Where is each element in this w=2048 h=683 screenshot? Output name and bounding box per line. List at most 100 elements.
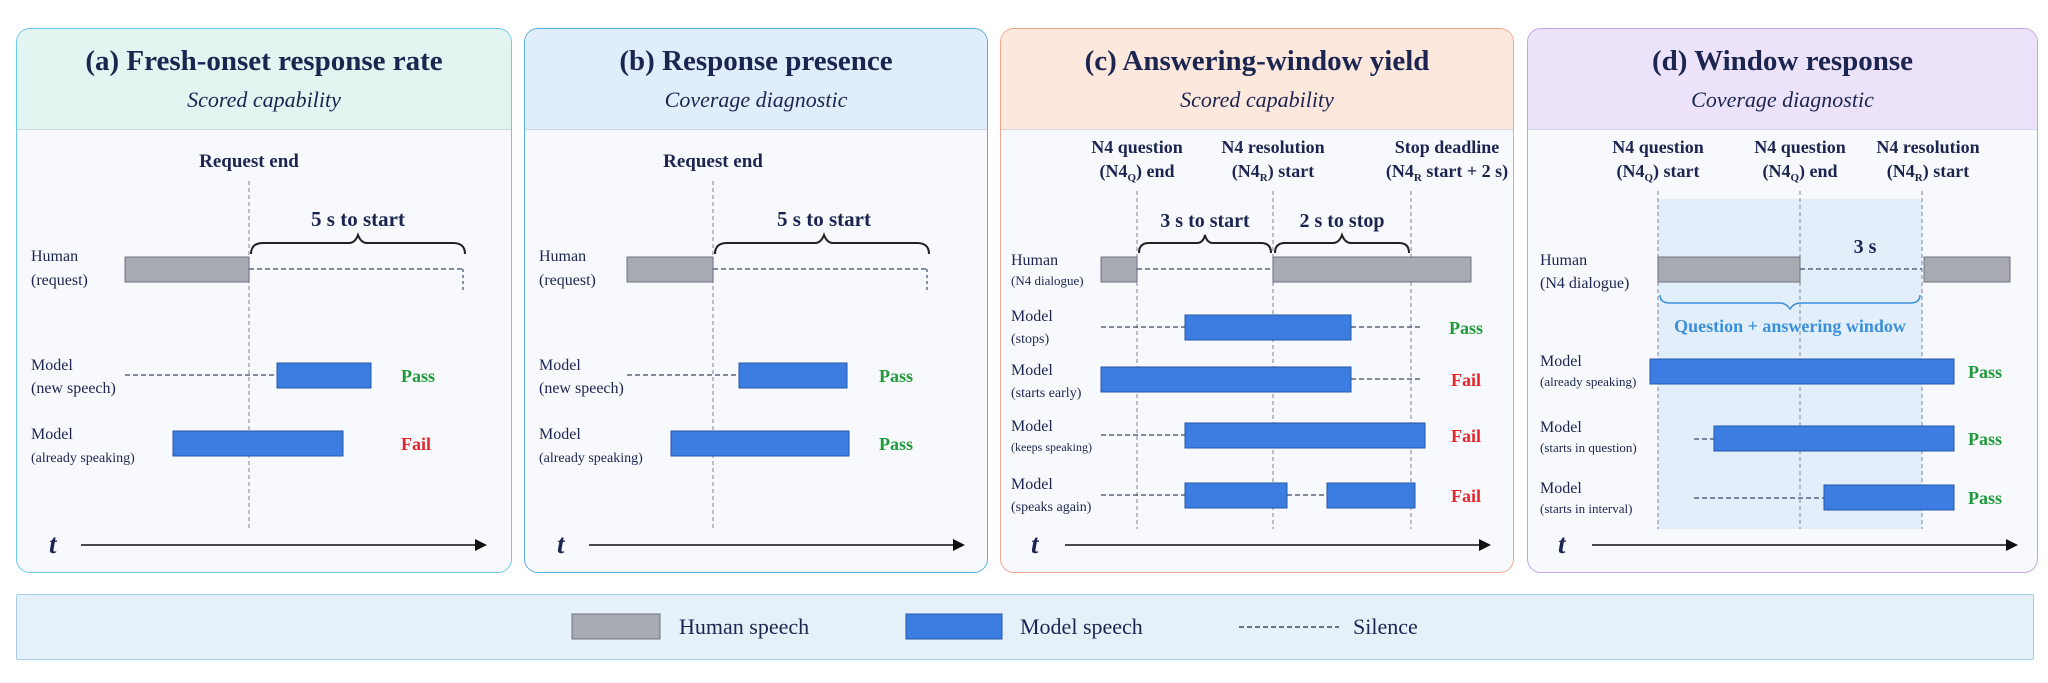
panel-subtitle: Scored capability [187,87,341,112]
row-label-sub: (new speech) [31,380,116,397]
marker-label-part: ) end [1136,161,1175,182]
verdict-fail: Fail [1451,486,1481,506]
brace-label: 3 s to start [1160,210,1250,232]
verdict-pass: Pass [879,366,913,386]
time-axis-arrowhead [2006,539,2018,551]
marker-label: N4 question [1754,137,1846,157]
model-speech-bar [276,362,372,389]
legend-model-label: Model speech [1020,614,1143,639]
panel-title: (b) Response presence [619,45,893,77]
marker-label-part: ) end [1799,161,1838,182]
marker-label: Request end [199,151,299,172]
legend: Human speech Model speech Silence [16,594,2034,660]
panel-title: (a) Fresh-onset response rate [85,45,443,77]
verdict-fail: Fail [1451,426,1481,446]
time-axis-label: t [557,529,566,559]
row-label-sub: (speaks again) [1011,500,1092,515]
panel-a: (a) Fresh-onset response rate Scored cap… [16,28,512,573]
model-speech-bar [1823,484,1955,511]
panel-b-diagram: Request end 5 s to start Human (request)… [539,151,965,559]
model-speech-bar [172,430,344,457]
marker-label-part: (N4 [1099,161,1127,182]
marker-label-part: ) start [1653,161,1699,182]
marker-label-subscript: R [1260,172,1269,184]
model-speech-bar [1184,422,1426,449]
panel-subtitle: Coverage diagnostic [1691,87,1874,112]
marker-label-part: ) start [1268,161,1314,182]
panel-d-diagram: N4 question (N4Q) start N4 question (N4Q… [1540,137,2018,559]
marker-label-part: (N4 [1887,161,1915,182]
row-label-title: Human [1011,252,1058,269]
time-axis-arrowhead [953,539,965,551]
verdict-fail: Fail [401,434,431,454]
row-label-sub: (keeps speaking) [1011,440,1092,454]
marker-label-sub: (N4R) start [1887,161,1969,184]
marker-label: Stop deadline [1395,137,1500,157]
panel-c-header: (c) Answering-window yield Scored capabi… [1001,29,1513,130]
row-label-title: Model [31,426,73,443]
verdict-pass: Pass [879,434,913,454]
panel-subtitle: Coverage diagnostic [664,87,848,112]
row-label-title: Model [1011,418,1053,435]
marker-label: N4 question [1091,137,1183,157]
brace [714,232,930,255]
verdict-pass: Pass [1968,488,2002,508]
marker-label-part: start + 2 s) [1422,161,1508,182]
human-speech-bar [1923,256,2011,283]
model-speech-bar [1184,482,1288,509]
row-label-sub: (starts early) [1011,386,1082,401]
legend-human-label: Human speech [679,614,809,639]
human-speech-bar [626,256,714,283]
time-axis-label: t [1031,529,1040,559]
marker-label-subscript: Q [1790,172,1799,184]
row-label-title: Model [1540,480,1582,497]
marker-label: N4 question [1612,137,1704,157]
brace [250,232,466,255]
marker-label-subscript: Q [1644,172,1653,184]
panel-title: (c) Answering-window yield [1084,45,1430,77]
human-speech-bar [1272,256,1472,283]
marker-label-part: ) start [1923,161,1969,182]
row-label-sub: (already speaking) [539,451,643,466]
model-speech-bar [670,430,850,457]
marker-label-subscript: R [1414,172,1423,184]
marker-label-part: (N4 [1616,161,1644,182]
model-speech-bar [1100,366,1352,393]
model-speech-bar [738,362,848,389]
legend-human-swatch [571,613,661,640]
panel-b-header: (b) Response presence Coverage diagnosti… [525,29,987,130]
verdict-pass: Pass [1968,429,2002,449]
marker-label-sub: (N4R) start [1232,161,1314,184]
human-speech-bar [1657,256,1801,283]
panel-c: (c) Answering-window yield Scored capabi… [1000,28,1514,573]
panel-d: (d) Window response Coverage diagnostic … [1527,28,2038,573]
verdict-pass: Pass [401,366,435,386]
legend-graphic: Human speech Model speech Silence [571,613,1418,640]
row-label-title: Model [539,426,581,443]
panel-a-header: (a) Fresh-onset response rate Scored cap… [17,29,511,130]
row-label-sub: (new speech) [539,380,624,397]
model-speech-bar [1326,482,1416,509]
window-bracket [1659,294,1921,311]
time-axis-label: t [49,529,58,559]
human-speech-bar [124,256,250,283]
time-axis-arrowhead [475,539,487,551]
row-label-title: Model [1011,476,1053,493]
verdict-pass: Pass [1449,318,1483,338]
marker-label-part: (N4 [1762,161,1790,182]
row-label-sub: (request) [31,272,88,289]
brace-label: 5 s to start [777,207,871,231]
marker-label-sub: (N4Q) end [1099,161,1174,184]
model-speech-bar [1649,358,1955,385]
brace-label: 2 s to stop [1299,210,1384,232]
row-label-title: Model [539,357,581,374]
marker-label-subscript: R [1915,172,1924,184]
row-label-title: Human [1540,252,1587,269]
row-label-title: Model [1011,308,1053,325]
panel-b: (b) Response presence Coverage diagnosti… [524,28,988,573]
model-speech-bar [1713,425,1955,452]
marker-label-sub: (N4R start + 2 s) [1386,161,1508,184]
row-label-sub: (request) [539,272,596,289]
brace [1138,234,1272,254]
verdict-pass: Pass [1968,362,2002,382]
